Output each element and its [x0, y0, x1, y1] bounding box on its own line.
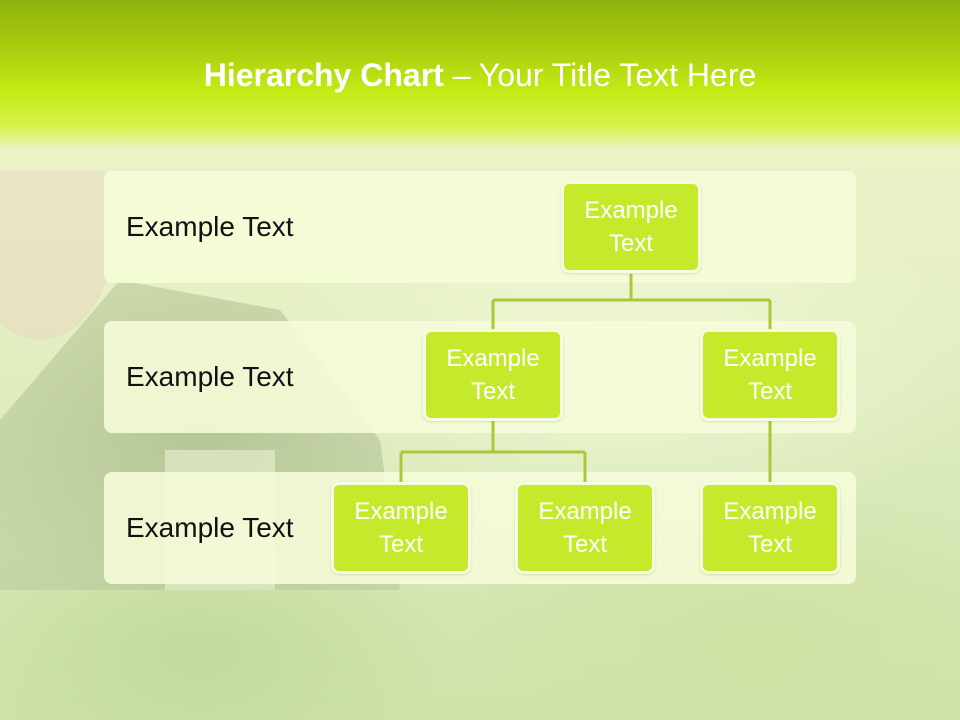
level-label-3: Example Text: [126, 512, 294, 543]
slide-title: Hierarchy Chart – Your Title Text Here: [0, 52, 960, 98]
org-node-level3-2[interactable]: Example Text: [515, 482, 655, 574]
org-node-level2-left[interactable]: Example Text: [423, 329, 563, 421]
level-band-1: [104, 171, 856, 283]
connector-root: [491, 274, 772, 329]
header-bar: [0, 0, 960, 150]
org-node-level2-right[interactable]: Example Text: [700, 329, 840, 421]
org-node-root[interactable]: Example Text: [561, 181, 701, 273]
level-label-1: Example Text: [126, 211, 294, 242]
level-label-2: Example Text: [126, 361, 294, 392]
title-rest: – Your Title Text Here: [443, 57, 757, 93]
connector-left-branch: [399, 421, 587, 482]
org-node-level3-1[interactable]: Example Text: [331, 482, 471, 574]
title-bold: Hierarchy Chart: [203, 57, 444, 93]
org-node-level3-3[interactable]: Example Text: [700, 482, 840, 574]
